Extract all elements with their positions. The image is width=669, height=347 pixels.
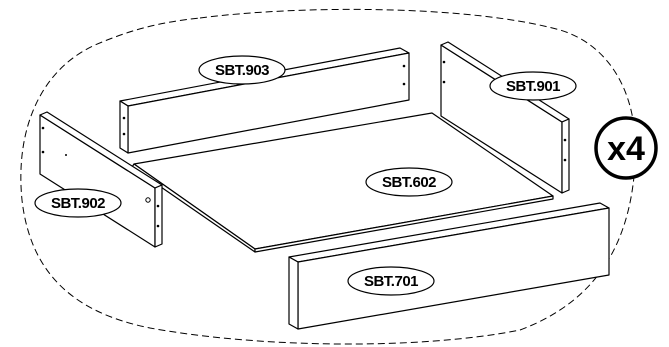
svg-text:SBT.602: SBT.602 xyxy=(382,174,436,191)
svg-text:SBT.701: SBT.701 xyxy=(364,273,418,290)
label-sbt-701: SBT.701 xyxy=(347,266,435,296)
svg-text:SBT.901: SBT.901 xyxy=(506,78,560,95)
quantity-badge: x4 xyxy=(594,116,658,180)
svg-text:SBT.903: SBT.903 xyxy=(215,62,269,79)
label-sbt-902: SBT.902 xyxy=(34,188,122,218)
label-sbt-901: SBT.901 xyxy=(489,71,577,101)
svg-text:SBT.902: SBT.902 xyxy=(51,195,105,212)
svg-text:x4: x4 xyxy=(607,130,645,168)
label-sbt-903: SBT.903 xyxy=(198,55,286,85)
panel-sbt-701 xyxy=(288,202,610,330)
group-outline xyxy=(20,8,637,345)
label-sbt-602: SBT.602 xyxy=(365,167,453,197)
panel-sbt-902 xyxy=(39,111,163,248)
